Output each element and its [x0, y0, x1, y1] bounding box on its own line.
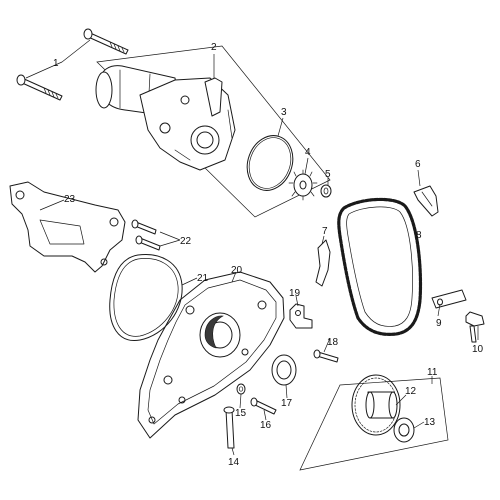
chain-guide-part-7: [315, 239, 331, 287]
tensioner-plate-part-9: [431, 289, 467, 309]
callout-14: 14: [228, 457, 240, 468]
bracket-plate-part-23: [9, 181, 126, 273]
bolts-part-22: [131, 219, 161, 251]
sprocket-part-12: [351, 374, 401, 436]
bolt-part-14: [223, 406, 235, 449]
bolt-part-1: [16, 28, 129, 101]
washer-part-15: [236, 383, 246, 395]
callout-13: 13: [424, 417, 436, 428]
bracket-part-19: [289, 303, 313, 329]
callout-6: 6: [415, 159, 421, 170]
callout-labels: 1 2 3 4 5 6 7 8 9 10 11 12 13 14 15 16 1…: [53, 42, 484, 468]
callout-19: 19: [289, 288, 301, 299]
cover-part-20: [137, 271, 285, 439]
oil-seal-part-17: [271, 354, 297, 386]
washer-part-5: [320, 184, 332, 198]
callout-15: 15: [235, 408, 247, 419]
callout-22: 22: [180, 236, 192, 247]
seal-part-13: [393, 417, 415, 443]
callout-9: 9: [436, 318, 442, 329]
leader-lines: [25, 39, 479, 456]
callout-12: 12: [405, 386, 417, 397]
callout-20: 20: [231, 265, 243, 276]
callout-7: 7: [322, 226, 328, 237]
callout-8: 8: [416, 230, 422, 241]
callout-5: 5: [325, 169, 331, 180]
sprocket-group-box: [299, 377, 449, 471]
o-ring-part-3: [246, 135, 294, 191]
bolt-part-18: [313, 349, 339, 363]
callout-21: 21: [197, 273, 209, 284]
callout-4: 4: [305, 147, 311, 158]
callout-16: 16: [260, 420, 272, 431]
callout-3: 3: [281, 107, 287, 118]
callout-18: 18: [327, 337, 339, 348]
starter-motor-part-2: [95, 65, 236, 171]
callout-17: 17: [281, 398, 293, 409]
callout-11: 11: [427, 367, 438, 378]
bolt-part-10: [465, 311, 485, 343]
callout-2: 2: [211, 42, 217, 53]
chain-guide-part-6: [413, 185, 439, 217]
bolt-part-16: [250, 397, 277, 415]
callout-1: 1: [53, 58, 59, 69]
gasket-part-21: [109, 253, 183, 342]
callout-23: 23: [64, 194, 76, 205]
gear-part-4: [288, 169, 318, 201]
chain-part-8: [337, 197, 423, 336]
callout-10: 10: [472, 344, 484, 355]
